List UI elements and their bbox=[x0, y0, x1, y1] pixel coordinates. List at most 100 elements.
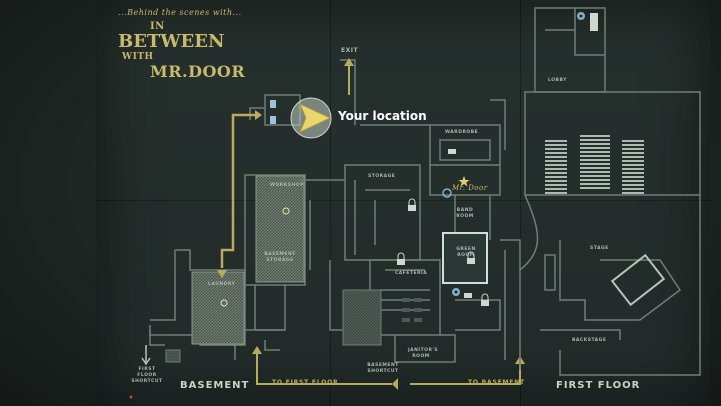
seat-row bbox=[622, 188, 644, 190]
lock-icon bbox=[408, 198, 416, 211]
lock-icon bbox=[481, 293, 489, 306]
seat-row bbox=[622, 156, 644, 158]
janitors-room-label: JANITOR'S ROOM bbox=[408, 348, 439, 359]
to-basement-label: TO BASEMENT bbox=[468, 379, 525, 386]
seat-row bbox=[580, 171, 610, 173]
lock-icon bbox=[467, 251, 475, 264]
green-room-label: GREEN ROOM bbox=[456, 247, 476, 258]
first-floor-shortcut-arrow bbox=[141, 345, 151, 366]
seat-row bbox=[580, 175, 610, 177]
route-arrow-icon bbox=[217, 270, 227, 278]
camera-icon bbox=[452, 288, 460, 296]
exit-path bbox=[340, 58, 356, 125]
seat-row bbox=[622, 152, 644, 154]
seat-row bbox=[545, 192, 567, 194]
mr-door-marker bbox=[442, 176, 470, 198]
paper-fold bbox=[520, 0, 521, 406]
collectible-icon bbox=[270, 100, 276, 124]
basement-shortcut-label: BASEMENT SHORTCUT bbox=[367, 363, 399, 374]
seat-row bbox=[580, 139, 610, 141]
route-arrow-icon bbox=[255, 110, 262, 120]
seat-row bbox=[622, 180, 644, 182]
marker-dot bbox=[129, 395, 133, 399]
seat-row bbox=[622, 184, 644, 186]
seat-row bbox=[545, 148, 567, 150]
shortcut-hatch bbox=[165, 349, 181, 363]
first-floor-label: FIRST FLOOR bbox=[556, 380, 641, 391]
seat-row bbox=[580, 147, 610, 149]
seat-row bbox=[622, 160, 644, 162]
basement-floor-label: BASEMENT bbox=[180, 380, 250, 391]
seat-row bbox=[545, 184, 567, 186]
mr-door-label: Mr. Door bbox=[452, 184, 488, 192]
seat-row bbox=[622, 192, 644, 194]
band-room-label: BAND ROOM bbox=[456, 208, 474, 219]
storage-label: STORAGE bbox=[368, 174, 396, 179]
camera-icon bbox=[577, 12, 585, 20]
workshop-label: WORKSHOP bbox=[270, 183, 304, 188]
collectible-icon bbox=[464, 293, 472, 298]
game-title-mrdoor: MR.DOOR bbox=[150, 62, 246, 81]
sealed-room bbox=[342, 289, 382, 346]
wardrobe-label: WARDROBE bbox=[445, 130, 479, 135]
seat-row bbox=[580, 179, 610, 181]
seat-row bbox=[622, 144, 644, 146]
laundry-label: LAUNDRY bbox=[208, 282, 236, 287]
collectible-icon bbox=[448, 149, 456, 154]
seat-row bbox=[622, 140, 644, 142]
seat-row bbox=[545, 144, 567, 146]
collectible-icon bbox=[590, 13, 598, 31]
seat-row bbox=[545, 176, 567, 178]
seat-row bbox=[545, 168, 567, 170]
paper-fold bbox=[330, 0, 331, 406]
seat-row bbox=[580, 151, 610, 153]
seat-row bbox=[545, 156, 567, 158]
seat-row bbox=[580, 155, 610, 157]
seat-row bbox=[545, 140, 567, 142]
seat-row bbox=[580, 187, 610, 189]
seat-row bbox=[580, 135, 610, 137]
paper-fold bbox=[96, 200, 710, 201]
auditorium-seats bbox=[545, 135, 644, 194]
stage-label: STAGE bbox=[590, 246, 609, 251]
laundry-room bbox=[191, 271, 245, 345]
route-arrow-icon bbox=[252, 346, 262, 354]
cafeteria-tables bbox=[402, 298, 422, 322]
seat-row bbox=[545, 172, 567, 174]
light-icon bbox=[220, 207, 290, 307]
to-first-floor-label: TO FIRST FLOOR bbox=[272, 379, 339, 386]
seat-row bbox=[622, 168, 644, 170]
backstage-label: BACKSTAGE bbox=[572, 338, 607, 343]
seat-row bbox=[580, 183, 610, 185]
seat-row bbox=[545, 164, 567, 166]
star-icon bbox=[458, 176, 470, 187]
basement-storage-label: BASEMENT STORAGE bbox=[264, 252, 296, 263]
green-room-highlight bbox=[442, 232, 488, 284]
seat-row bbox=[622, 164, 644, 166]
game-title-between: BETWEEN bbox=[118, 31, 225, 52]
player-location-label: Your location bbox=[338, 109, 427, 123]
first-floor-walls bbox=[455, 7, 701, 376]
lobby-label: LOBBY bbox=[548, 78, 567, 83]
game-title-with: WITH bbox=[122, 52, 154, 62]
first-floor-shortcut-label: FIRST FLOOR SHORTCUT bbox=[131, 367, 163, 384]
exit-label: EXIT bbox=[341, 47, 359, 54]
seat-row bbox=[545, 152, 567, 154]
seat-row bbox=[580, 167, 610, 169]
game-title-in: IN bbox=[150, 21, 165, 32]
seat-row bbox=[622, 176, 644, 178]
seat-row bbox=[580, 159, 610, 161]
player-location-marker bbox=[290, 97, 332, 139]
seat-row bbox=[580, 143, 610, 145]
game-subtitle: ...Behind the scenes with... bbox=[118, 8, 242, 17]
stage-piano bbox=[610, 253, 666, 307]
seat-row bbox=[545, 188, 567, 190]
player-arrow-icon bbox=[299, 102, 332, 134]
seat-row bbox=[545, 160, 567, 162]
seat-row bbox=[622, 172, 644, 174]
route-arrow-icon bbox=[392, 378, 398, 390]
seat-row bbox=[545, 180, 567, 182]
seat-row bbox=[622, 148, 644, 150]
